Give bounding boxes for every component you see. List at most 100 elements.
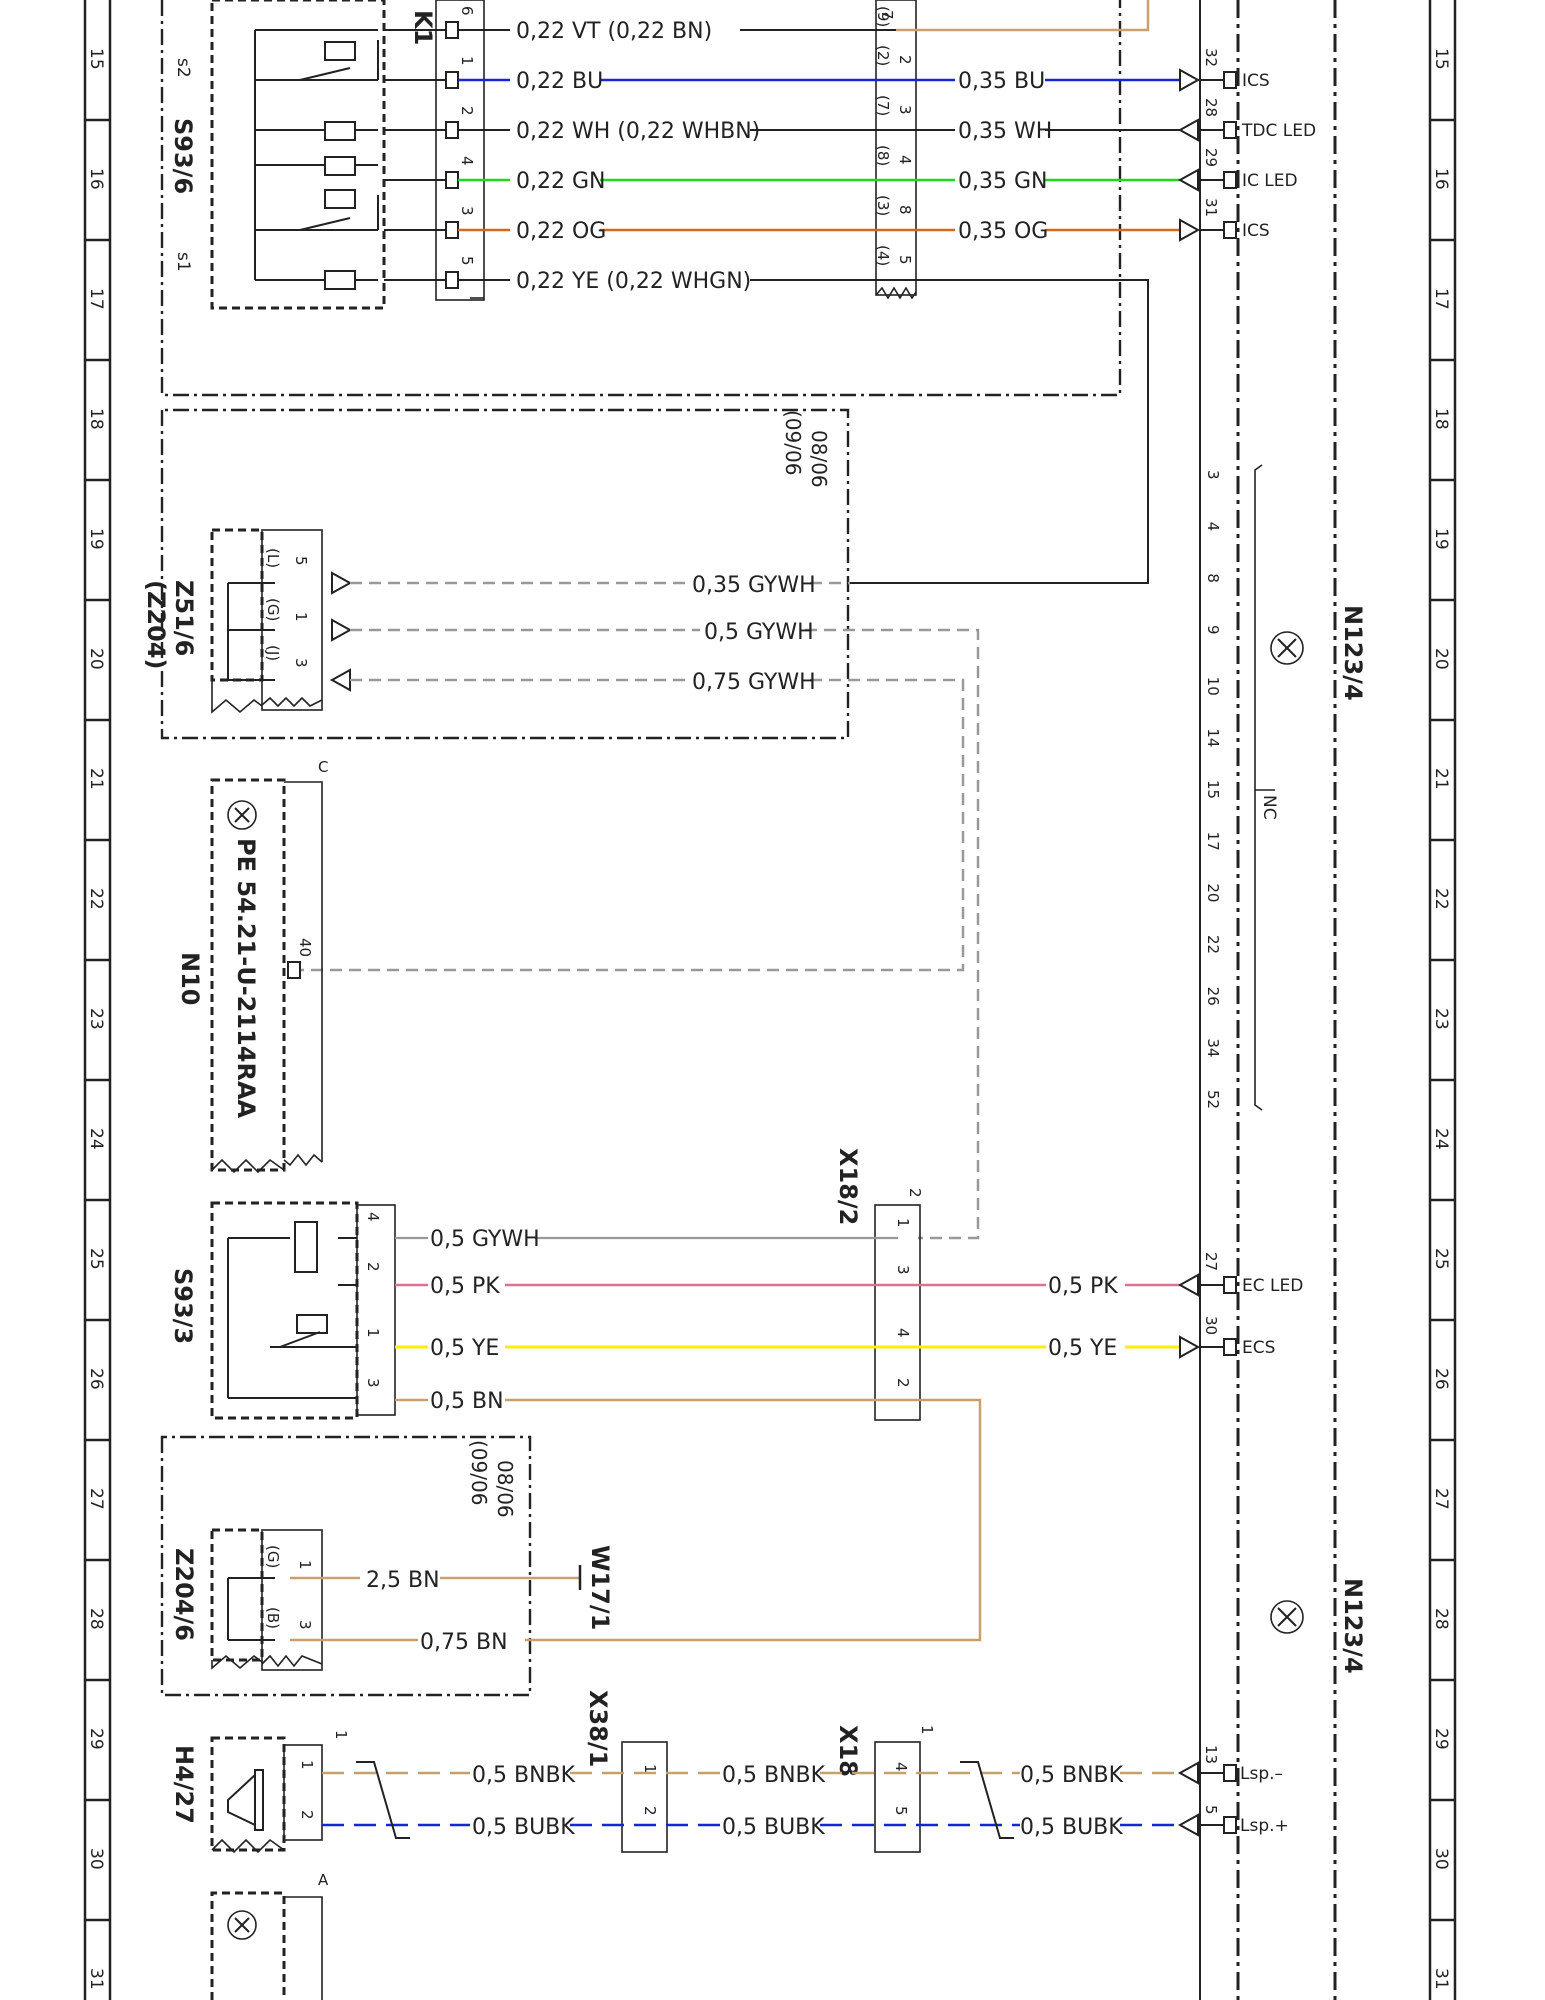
row-label: 17 (86, 288, 106, 310)
signal-lsp-plus: Lsp.+ (1240, 1816, 1289, 1836)
nc-pin: 14 (1204, 728, 1222, 747)
wire-label-s-pk: 0,5 PK (430, 1274, 500, 1299)
x18-label: X18 (834, 1725, 862, 1777)
row-label: 28 (86, 1608, 106, 1630)
row-label: 24 (1431, 1128, 1451, 1150)
pin-x18-4: 4 (892, 1762, 910, 1772)
wire-label-og2: 0,35 OG (958, 219, 1048, 244)
wire-label-z-gywh2: 0,5 GYWH (704, 620, 814, 645)
n10-label: N10 (176, 952, 204, 1005)
signal-ec-led: EC LED (1242, 1276, 1303, 1296)
k1-label: K1 (409, 10, 437, 45)
k1-terminal (445, 121, 459, 139)
signal-ics-1: ICS (1242, 71, 1270, 91)
date-range-a-1: 08/06 (807, 430, 831, 488)
n123-4-top-label: N123/4 (1339, 605, 1367, 701)
pin-conn-5: 5 (896, 255, 914, 265)
pin-s933-1: 1 (364, 1328, 382, 1338)
k1-terminal (445, 21, 459, 39)
h4-27-label: H4/27 (170, 1745, 198, 1824)
bottom-point-a: A (318, 1871, 329, 1889)
s93-6-label: S93/6 (169, 118, 197, 194)
n10-box (210, 778, 286, 1172)
pin-s933-3: 3 (364, 1378, 382, 1388)
speaker-icon (227, 1769, 264, 1831)
z51-6-label: Z51/6 (170, 580, 198, 656)
x38-1-label: X38/1 (584, 1690, 612, 1767)
row-label: 16 (86, 168, 106, 190)
pin-k1-4: 4 (458, 156, 476, 166)
z51-frame (160, 408, 850, 740)
pin-z2046-3: 3 (296, 1620, 314, 1630)
s93-3-internals (227, 1221, 357, 1399)
wire-label-bu2: 0,35 BU (958, 69, 1045, 94)
row-label: 29 (1431, 1728, 1451, 1750)
signal-ic-led: IC LED (1242, 171, 1298, 191)
pin-x182-2b: 2 (894, 1378, 912, 1388)
pin-n-29: 29 (1202, 148, 1220, 167)
n123-4-bottom-label: N123/4 (1339, 1578, 1367, 1674)
pin-z51-g: (G) (264, 598, 282, 621)
top-wires (458, 0, 1180, 584)
s93-6-s2: s2 (173, 58, 193, 78)
n123-bottom-ground-icon (1270, 1600, 1304, 1634)
pin-x182-1: 1 (894, 1218, 912, 1228)
wire-label-s-bn: 0,5 BN (430, 1389, 504, 1414)
wire-label-bu: 0,22 BU (516, 69, 603, 94)
pin-n10-40: 40 (296, 938, 314, 957)
row-label: 20 (86, 648, 106, 670)
nc-pin: 34 (1204, 1038, 1222, 1057)
nc-pin: 15 (1204, 780, 1222, 799)
pin-conn-2p: (2) (874, 45, 892, 66)
wire-label-h-bubk2: 0,5 BUBK (722, 1815, 825, 1840)
wire-label-h-bnbk2: 0,5 BNBK (722, 1763, 826, 1788)
w17-1-label: W17/1 (586, 1545, 614, 1630)
z204-6-connector (261, 1529, 323, 1671)
row-label: 24 (86, 1128, 106, 1150)
pin-n-28: 28 (1202, 98, 1220, 117)
nc-pin: 26 (1204, 987, 1222, 1006)
mid-connector-top (875, 0, 917, 296)
nc-pin: 10 (1204, 677, 1222, 696)
s93-3-wires (395, 1236, 1180, 1642)
pin-h427-top: 1 (332, 1730, 350, 1740)
s93-6-box (210, 0, 386, 310)
wire-label-gn2: 0,35 GN (958, 169, 1047, 194)
pin-s933-2: 2 (364, 1262, 382, 1272)
pin-s933-4: 4 (364, 1212, 382, 1222)
k1-terminal (445, 221, 459, 239)
x18-connector (874, 1741, 921, 1853)
signal-ecs: ECS (1242, 1338, 1275, 1358)
pin-x18-5: 5 (892, 1806, 910, 1816)
row-label: 15 (86, 48, 106, 70)
row-label: 29 (86, 1728, 106, 1750)
date-range-b-1: 08/06 (493, 1460, 517, 1518)
pin-conn-4: 4 (896, 155, 914, 165)
pin-n-30: 30 (1202, 1316, 1220, 1335)
row-label: 30 (1431, 1848, 1451, 1870)
nc-pin: 9 (1204, 625, 1222, 635)
pin-conn-8p: (8) (874, 145, 892, 166)
row-label: 18 (86, 408, 106, 430)
row-label: 27 (1431, 1488, 1451, 1510)
s93-3-label: S93/3 (169, 1268, 197, 1344)
x18-2-label: X18/2 (834, 1148, 862, 1225)
pin-x182-4: 4 (894, 1328, 912, 1338)
row-label: 27 (86, 1488, 106, 1510)
top-module-frame (160, 0, 1122, 397)
row-label: 23 (86, 1008, 106, 1030)
pin-x381-2: 2 (641, 1806, 659, 1816)
x38-1-connector (621, 1741, 668, 1853)
h4-27-connector (283, 1744, 323, 1841)
bottom-module-box (210, 1891, 286, 2000)
k1-terminal (445, 171, 459, 189)
pin-n-32: 32 (1202, 48, 1220, 67)
s93-3-box (210, 1201, 359, 1420)
pin-x18-top: 1 (918, 1725, 936, 1735)
pin-k1-5: 5 (458, 256, 476, 266)
k1-terminal (445, 271, 459, 289)
z51-6-sub: (Z204) (142, 580, 170, 669)
n123-top-terminals (1177, 68, 1237, 242)
wire-label-z-bn075: 0,75 BN (420, 1630, 508, 1655)
